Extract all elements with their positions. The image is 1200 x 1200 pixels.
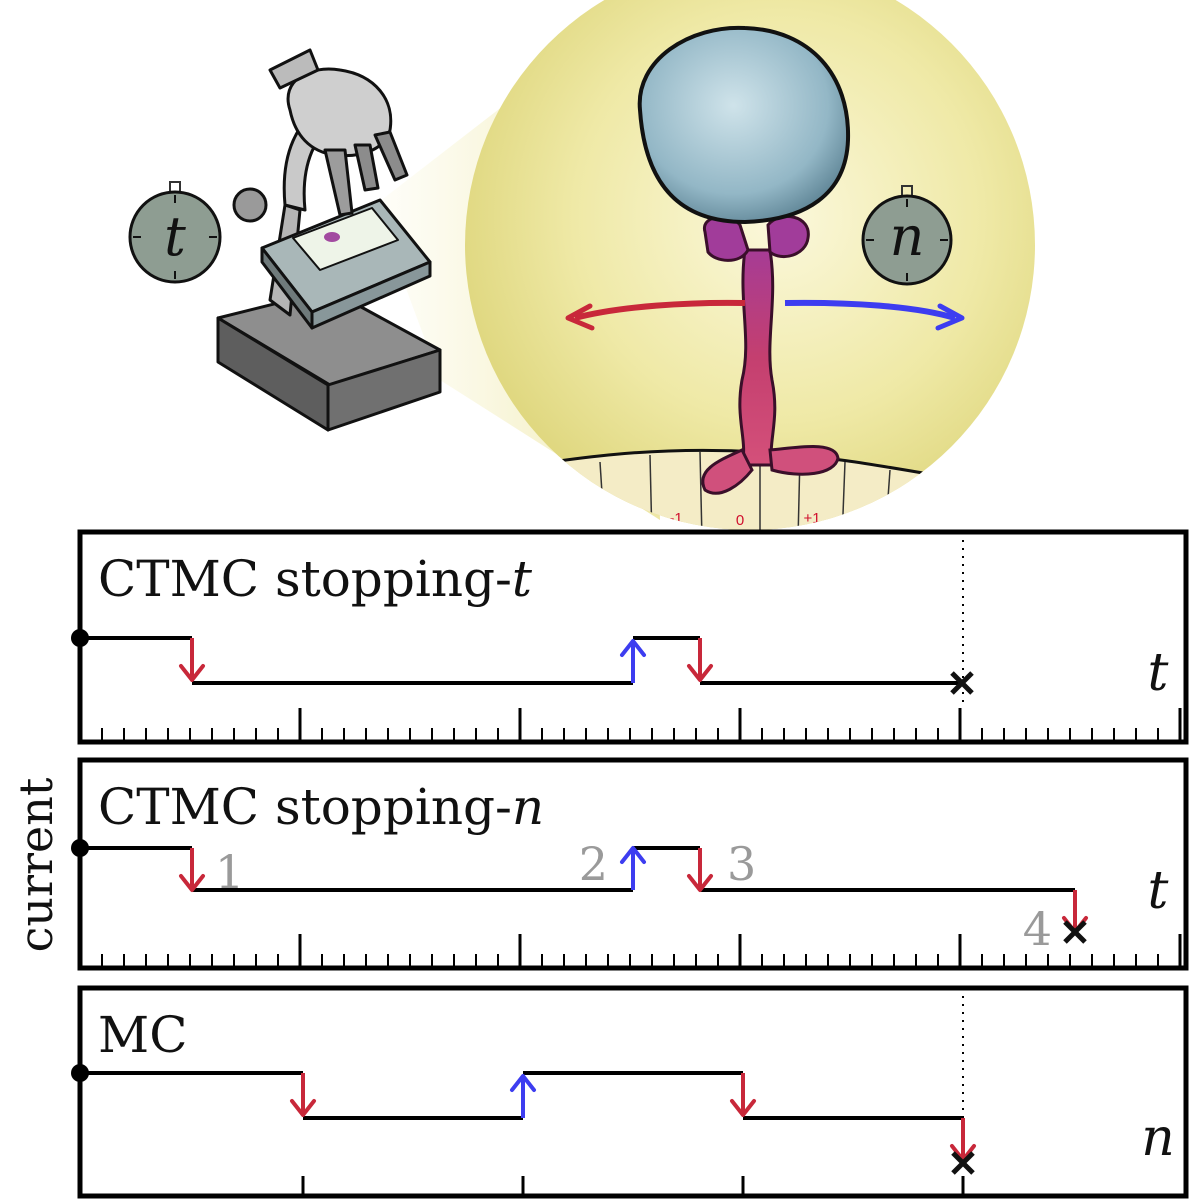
scale-label: +1 [803, 510, 820, 527]
panel-title-var: t [512, 550, 533, 608]
clock-t-letter: t [164, 205, 186, 268]
clock-n: n [861, 185, 953, 286]
axis-ticks [101, 708, 1182, 742]
clock-t: t [128, 181, 222, 284]
panel-title-main: CTMC stopping- [98, 550, 512, 608]
protein-head-left [703, 215, 750, 262]
panel-title-var: n [512, 778, 544, 836]
panel-3: MC n [71, 985, 1189, 1199]
scale-label: 0 [736, 512, 744, 529]
scale-label: -2 [620, 504, 633, 521]
illustration: -2 -1 0 +1 +2 [128, 0, 1035, 531]
protein-foot-left [701, 448, 754, 495]
scale-label: +2 [867, 514, 884, 531]
scale-label: -1 [669, 510, 682, 527]
step-label: 2 [579, 837, 608, 891]
trajectory-line [80, 1071, 963, 1120]
y-axis-label: current [9, 777, 63, 952]
axis-variable-label: n [1141, 1108, 1175, 1168]
start-dot [71, 839, 89, 857]
start-dot [71, 1064, 89, 1082]
axis-variable-label: t [1148, 643, 1169, 703]
down-step-arrow [730, 1073, 756, 1117]
bead [637, 25, 851, 225]
clock-n-letter: n [890, 205, 925, 268]
protein-stalk [738, 248, 777, 467]
start-dot [71, 629, 89, 647]
panel-title: CTMC stopping-n [98, 778, 544, 836]
panel-frame [77, 757, 1189, 971]
rotation-arrow-left [574, 299, 746, 321]
rotation-arrow-right [784, 299, 956, 321]
panel-title-main: MC [98, 1006, 187, 1064]
down-step-arrow [687, 638, 713, 682]
up-step-arrow [510, 1074, 536, 1118]
panel-frame [77, 985, 1189, 1199]
panel-1: CTMC stopping-tt [71, 529, 1189, 745]
protein-head-right [766, 215, 810, 258]
protein-foot-right [768, 445, 840, 476]
down-step-arrow [290, 1073, 316, 1117]
step-label: 3 [727, 837, 756, 891]
down-step-arrow [179, 638, 205, 682]
microscope [216, 48, 442, 432]
panel-2: CTMC stopping-n t 1 2 3 4 [71, 757, 1189, 971]
up-step-arrow [620, 846, 646, 890]
down-step-arrow [179, 848, 205, 892]
stop-marker [950, 671, 974, 695]
trajectory-line [80, 846, 1075, 892]
step-label: 4 [1023, 902, 1052, 956]
axis-ticks [101, 934, 1182, 968]
trajectory-line [80, 636, 962, 685]
axis-ticks [301, 1176, 965, 1196]
panel-title: CTMC stopping-t [98, 550, 533, 608]
axis-variable-label: t [1148, 861, 1169, 921]
step-label: 1 [215, 845, 244, 899]
stop-marker [951, 1151, 975, 1175]
panel-title: MC [98, 1006, 187, 1064]
down-step-arrow [687, 848, 713, 892]
stop-marker [1063, 920, 1087, 944]
panel-title-main: CTMC stopping- [98, 778, 512, 836]
up-step-arrow [620, 639, 646, 683]
